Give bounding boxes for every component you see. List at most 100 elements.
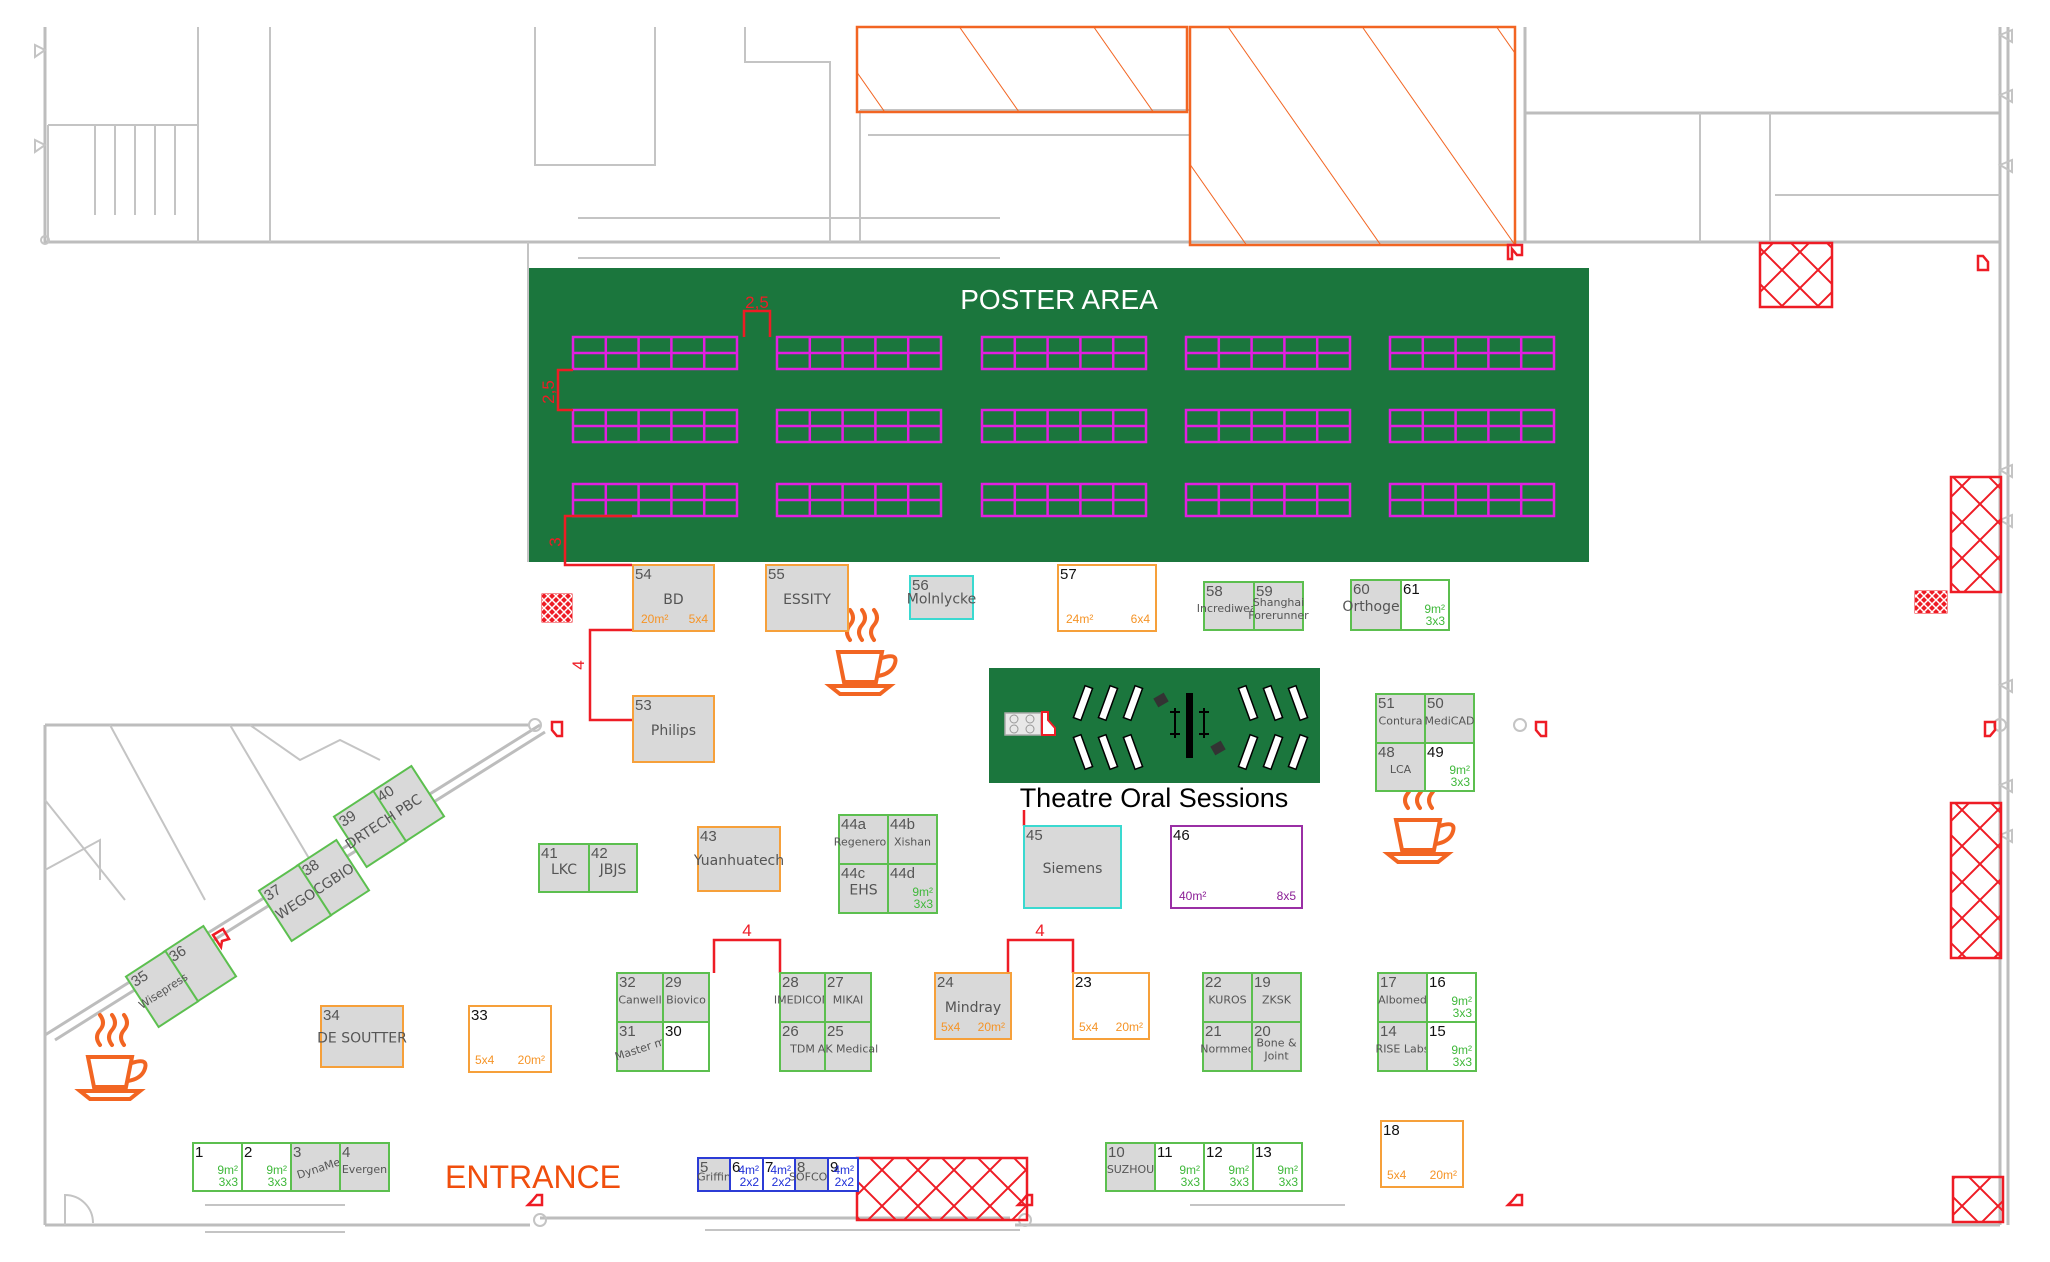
booth-name: KUROS: [1208, 994, 1246, 1007]
camera-icon: [1153, 692, 1169, 708]
booth-outline: [1203, 1142, 1254, 1192]
booth-size: 2x2: [772, 1175, 792, 1189]
poster-board: [980, 335, 1148, 371]
booth-outline: [124, 949, 200, 1029]
booth-number: 58: [1206, 583, 1223, 600]
theatre-seat: [1287, 684, 1309, 722]
booth-number: 11: [1157, 1144, 1173, 1161]
booth-name: Xishan: [894, 836, 931, 849]
poster-board: [1388, 408, 1556, 444]
fire-hose-icon: [1506, 243, 1524, 261]
booth-number: 3: [293, 1144, 301, 1161]
booth-outline: [1154, 1142, 1205, 1192]
booth-name: IMEDICOM: [774, 994, 831, 1007]
poster-board: [1184, 408, 1352, 444]
booth-name: BD: [663, 592, 683, 608]
booth-number: 12: [1206, 1144, 1223, 1161]
booth-name: EHS: [849, 883, 877, 899]
booth-outline: [909, 575, 974, 620]
booth-size: 3x3: [914, 897, 934, 911]
booth-number: 28: [782, 974, 799, 991]
booth-number: 54: [635, 566, 652, 583]
dimension-label: 2,5: [745, 293, 769, 312]
fire-hose-icon: [1983, 720, 1997, 738]
booth-size: 3x3: [1453, 1006, 1473, 1020]
dimension-label: 4: [742, 921, 751, 940]
booth-name: Evergen: [342, 1163, 387, 1176]
poster-board: [775, 408, 943, 444]
booth-number: 30: [665, 1023, 682, 1040]
booth-name: MediCAD: [1425, 715, 1475, 728]
booth-30[interactable]: 30: [662, 1021, 710, 1072]
poster-board: [1388, 482, 1556, 518]
booth-size: 2x2: [835, 1175, 855, 1189]
booth-outline: [1380, 1120, 1464, 1188]
booth-area: 9m²: [1451, 1043, 1472, 1057]
booth-name: Yuanhuatech: [693, 853, 784, 869]
booth-number: 53: [635, 697, 652, 714]
booth-outline: [468, 1005, 552, 1073]
booth-size: 6x4: [1131, 612, 1151, 626]
booth-outline: [1426, 1021, 1477, 1072]
booth-size: 8x5: [1277, 889, 1297, 903]
booth-number: 1: [195, 1144, 203, 1161]
booth-name: TDM: [789, 1043, 815, 1056]
